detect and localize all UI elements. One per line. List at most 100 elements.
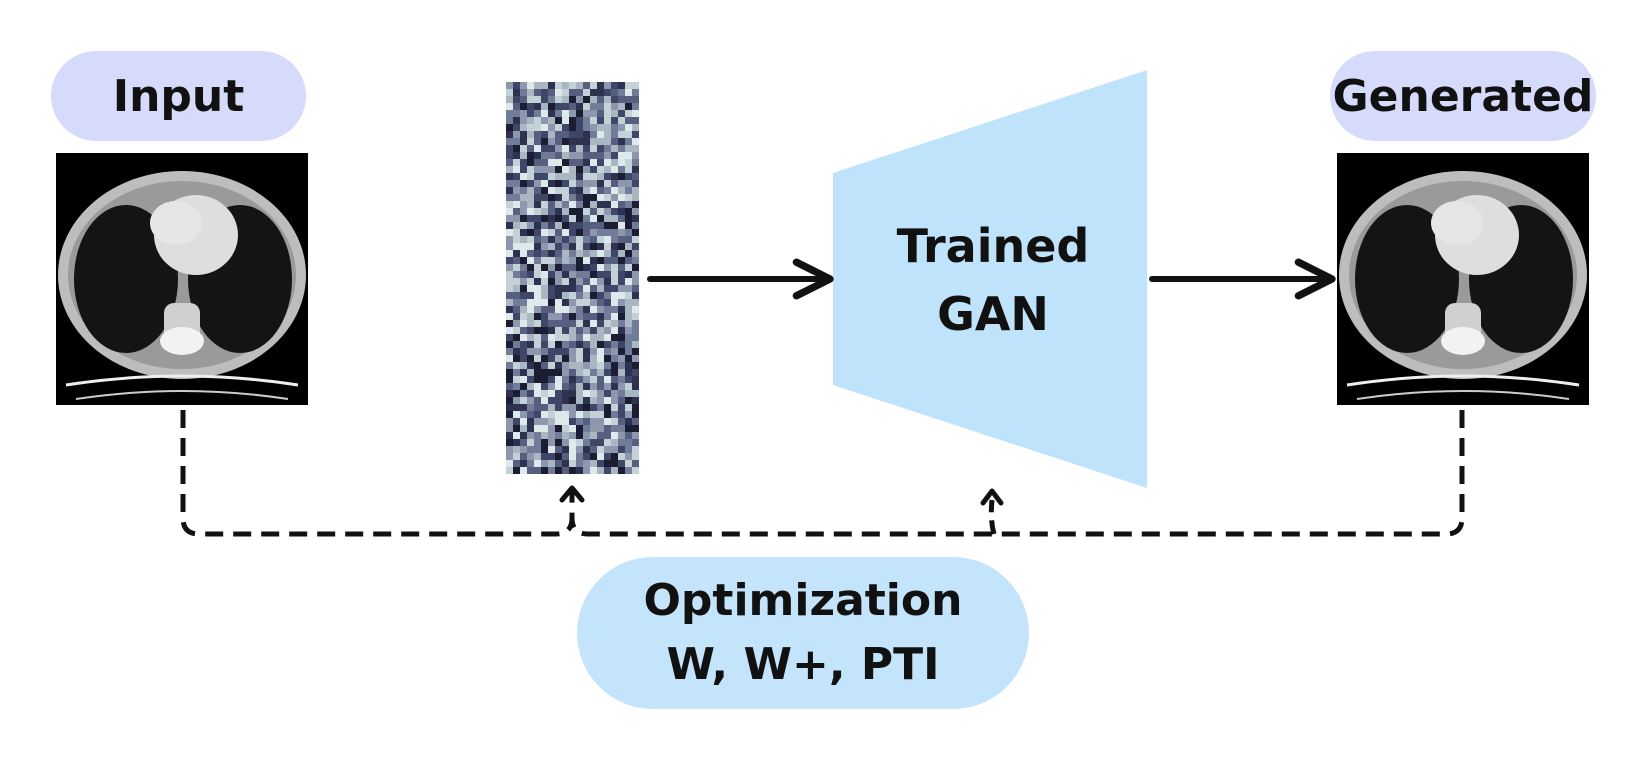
noise-pixel — [625, 257, 632, 264]
noise-pixel — [569, 320, 576, 327]
noise-pixel — [604, 222, 611, 229]
noise-pixel — [562, 383, 569, 390]
noise-pixel — [604, 292, 611, 299]
noise-pixel — [555, 82, 562, 89]
noise-pixel — [576, 327, 583, 334]
noise-pixel — [534, 173, 541, 180]
noise-pixel — [548, 299, 555, 306]
noise-pixel — [555, 306, 562, 313]
noise-pixel — [576, 180, 583, 187]
noise-pixel — [527, 187, 534, 194]
noise-pixel — [597, 82, 604, 89]
noise-pixel — [618, 453, 625, 460]
noise-pixel — [604, 215, 611, 222]
noise-pixel — [555, 89, 562, 96]
noise-pixel — [534, 264, 541, 271]
noise-pixel — [555, 110, 562, 117]
noise-pixel — [562, 180, 569, 187]
noise-pixel — [632, 397, 639, 404]
noise-pixel — [618, 418, 625, 425]
noise-pixel — [548, 383, 555, 390]
noise-pixel — [506, 264, 513, 271]
noise-pixel — [597, 180, 604, 187]
noise-pixel — [569, 355, 576, 362]
noise-pixel — [562, 418, 569, 425]
noise-pixel — [527, 327, 534, 334]
noise-pixel — [562, 327, 569, 334]
noise-pixel — [506, 355, 513, 362]
noise-pixel — [625, 82, 632, 89]
noise-pixel — [520, 376, 527, 383]
noise-pixel — [632, 208, 639, 215]
noise-pixel — [548, 285, 555, 292]
noise-pixel — [520, 397, 527, 404]
noise-pixel — [597, 299, 604, 306]
noise-pixel — [590, 110, 597, 117]
noise-pixel — [562, 96, 569, 103]
noise-pixel — [506, 453, 513, 460]
noise-pixel — [611, 215, 618, 222]
noise-pixel — [590, 327, 597, 334]
noise-pixel — [576, 243, 583, 250]
noise-pixel — [541, 292, 548, 299]
noise-pixel — [541, 166, 548, 173]
noise-pixel — [583, 278, 590, 285]
noise-pixel — [527, 271, 534, 278]
noise-pixel — [506, 327, 513, 334]
noise-pixel — [548, 173, 555, 180]
noise-pixel — [541, 334, 548, 341]
noise-pixel — [632, 278, 639, 285]
noise-pixel — [611, 187, 618, 194]
noise-pixel — [520, 341, 527, 348]
dashed-loop-generated — [569, 410, 1465, 537]
noise-pixel — [520, 152, 527, 159]
noise-pixel — [597, 334, 604, 341]
noise-pixel — [513, 432, 520, 439]
noise-pixel — [527, 166, 534, 173]
noise-pixel — [604, 467, 611, 474]
noise-pixel — [562, 264, 569, 271]
noise-pixel — [625, 425, 632, 432]
noise-pixel — [590, 425, 597, 432]
noise-pixel — [583, 376, 590, 383]
noise-pixel — [625, 320, 632, 327]
noise-pixel — [618, 208, 625, 215]
noise-pixel — [576, 446, 583, 453]
noise-pixel — [548, 131, 555, 138]
noise-pixel — [534, 467, 541, 474]
noise-pixel — [555, 390, 562, 397]
noise-pixel — [534, 292, 541, 299]
noise-pixel — [527, 257, 534, 264]
noise-pixel — [548, 467, 555, 474]
noise-pixel — [576, 460, 583, 467]
noise-pixel — [534, 110, 541, 117]
noise-pixel — [583, 243, 590, 250]
noise-pixel — [611, 222, 618, 229]
noise-pixel — [548, 271, 555, 278]
noise-pixel — [506, 236, 513, 243]
noise-pixel — [506, 467, 513, 474]
noise-pixel — [527, 292, 534, 299]
noise-pixel — [562, 152, 569, 159]
noise-pixel — [534, 411, 541, 418]
noise-pixel — [513, 243, 520, 250]
noise-pixel — [513, 117, 520, 124]
noise-pixel — [576, 145, 583, 152]
noise-pixel — [611, 453, 618, 460]
noise-pixel — [534, 327, 541, 334]
noise-pixel — [555, 208, 562, 215]
noise-pixel — [569, 229, 576, 236]
noise-pixel — [548, 208, 555, 215]
noise-pixel — [527, 453, 534, 460]
noise-pixel — [618, 355, 625, 362]
noise-pixel — [513, 320, 520, 327]
noise-pixel — [548, 145, 555, 152]
noise-pixel — [527, 341, 534, 348]
noise-pixel — [527, 418, 534, 425]
noise-pixel — [618, 215, 625, 222]
noise-pixel — [555, 383, 562, 390]
noise-pixel — [513, 145, 520, 152]
noise-pixel — [611, 425, 618, 432]
noise-pixel — [632, 306, 639, 313]
noise-pixel — [632, 411, 639, 418]
